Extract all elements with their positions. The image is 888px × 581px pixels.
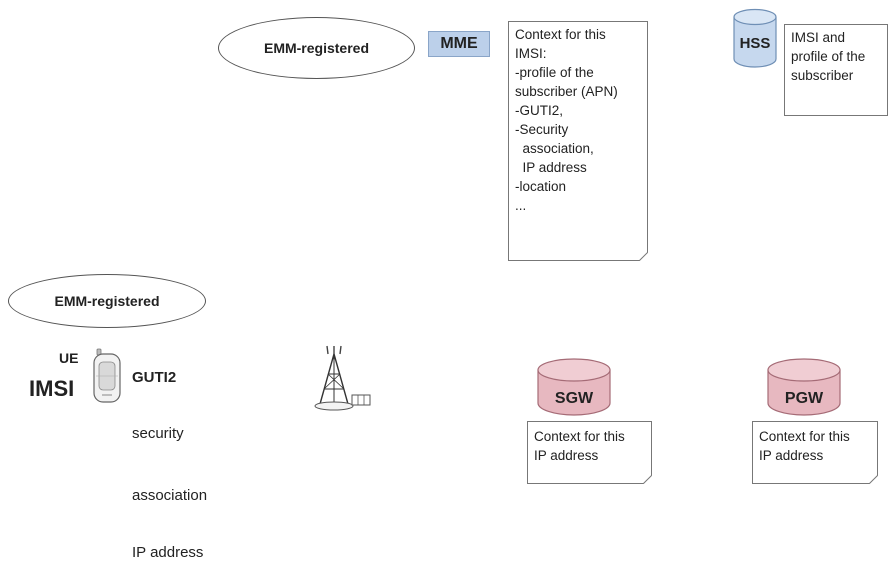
pgw-cylinder-icon: PGW <box>767 358 841 416</box>
mme-context-line: -location <box>515 179 567 194</box>
mme-emm-state-ellipse: EMM-registered <box>218 17 415 79</box>
ue-detail-ip-address: IP address <box>132 544 204 561</box>
mme-context-line: -Security <box>515 122 569 137</box>
mme-context-line: -GUTI2, <box>515 103 564 118</box>
hss-note-line: subscriber <box>791 68 854 83</box>
pgw-note-line: Context for this <box>759 429 850 444</box>
guti-label: GUTI2 <box>132 369 177 386</box>
sgw-cylinder-icon: SGW <box>537 358 611 416</box>
hss-database-icon: HSS <box>733 8 777 68</box>
mme-context-line: subscriber (APN) <box>515 84 618 99</box>
ue-detail-security: security <box>132 425 184 442</box>
pgw-note: Context for this IP address <box>752 421 878 484</box>
mme-label: MME <box>440 35 478 52</box>
ue-emm-state-label: EMM-registered <box>54 293 160 309</box>
mme-emm-state-label: EMM-registered <box>263 40 370 56</box>
imsi-label: IMSI <box>29 376 75 401</box>
enodeb-tower-icon <box>314 345 371 411</box>
sgw-note-line: Context for this <box>534 429 625 444</box>
hss-note: IMSI and profile of the subscriber <box>784 24 888 116</box>
hss-label: HSS <box>740 35 771 52</box>
mme-context-line: association, <box>515 141 594 156</box>
note-fold-corner <box>639 252 648 261</box>
ue-detail-association: association <box>132 487 208 504</box>
mobile-phone-icon <box>93 348 121 403</box>
hss-note-line: IMSI and <box>791 30 846 45</box>
mme-context-note: Context for this IMSI: -profile of the s… <box>508 21 648 261</box>
hss-note-line: profile of the <box>791 49 866 64</box>
mme-context-line: IMSI: <box>515 46 547 61</box>
ue-label: UE <box>59 350 79 366</box>
mme-context-line: -profile of the <box>515 65 594 80</box>
sgw-note-line: IP address <box>534 448 599 463</box>
mme-node: MME <box>428 31 490 57</box>
pgw-label: PGW <box>785 390 824 407</box>
note-fold-corner <box>643 475 652 484</box>
pgw-note-line: IP address <box>759 448 824 463</box>
note-fold-corner <box>869 475 878 484</box>
sgw-label: SGW <box>555 390 594 407</box>
mme-context-line: IP address <box>515 160 587 175</box>
sgw-note: Context for this IP address <box>527 421 652 484</box>
ue-emm-state-ellipse: EMM-registered <box>8 274 206 328</box>
mme-context-line: Context for this <box>515 27 606 42</box>
mme-context-line: ... <box>515 198 527 213</box>
